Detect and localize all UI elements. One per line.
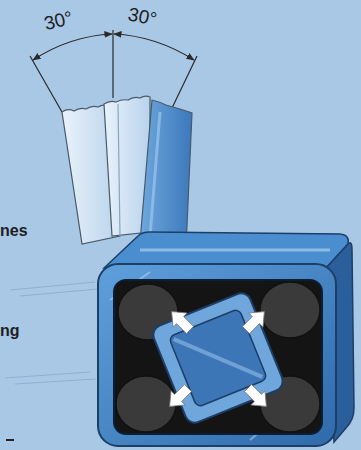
drawing-part [140, 100, 192, 248]
drawing-part [165, 305, 198, 338]
drawing-part [98, 264, 336, 446]
drawing-part [239, 305, 272, 338]
drawing-part [114, 34, 194, 60]
drawing-part [140, 249, 330, 252]
drawing-part [5, 372, 90, 378]
force-arrows [163, 305, 274, 414]
side-text: nes [0, 222, 28, 240]
drawing-part [6, 439, 14, 441]
drawing-part [116, 376, 176, 432]
rubber-cords [116, 282, 320, 432]
inner-square [150, 290, 285, 425]
drawing-part [150, 290, 285, 425]
angle-dimension [30, 30, 197, 112]
drawing-part [114, 280, 322, 434]
drawing-part [172, 56, 197, 108]
square-tube [98, 232, 354, 446]
drawing-part [241, 381, 274, 414]
drawing-part [260, 282, 320, 338]
drawing-part [163, 381, 196, 414]
drawing-part [20, 289, 98, 296]
angle-label: 30° [42, 7, 75, 35]
drawing-part [112, 30, 113, 98]
side-text: ng [0, 322, 20, 340]
drawing-part [10, 282, 95, 290]
swing-plates [62, 96, 192, 248]
drawing-part [118, 104, 120, 236]
angle-label: 30° [126, 3, 159, 30]
hatching [5, 282, 98, 440]
drawing-part [150, 112, 160, 236]
drawing-part [15, 379, 96, 384]
drawing-part [30, 56, 62, 112]
drawing-part [104, 232, 348, 268]
drawing-part [33, 34, 112, 60]
